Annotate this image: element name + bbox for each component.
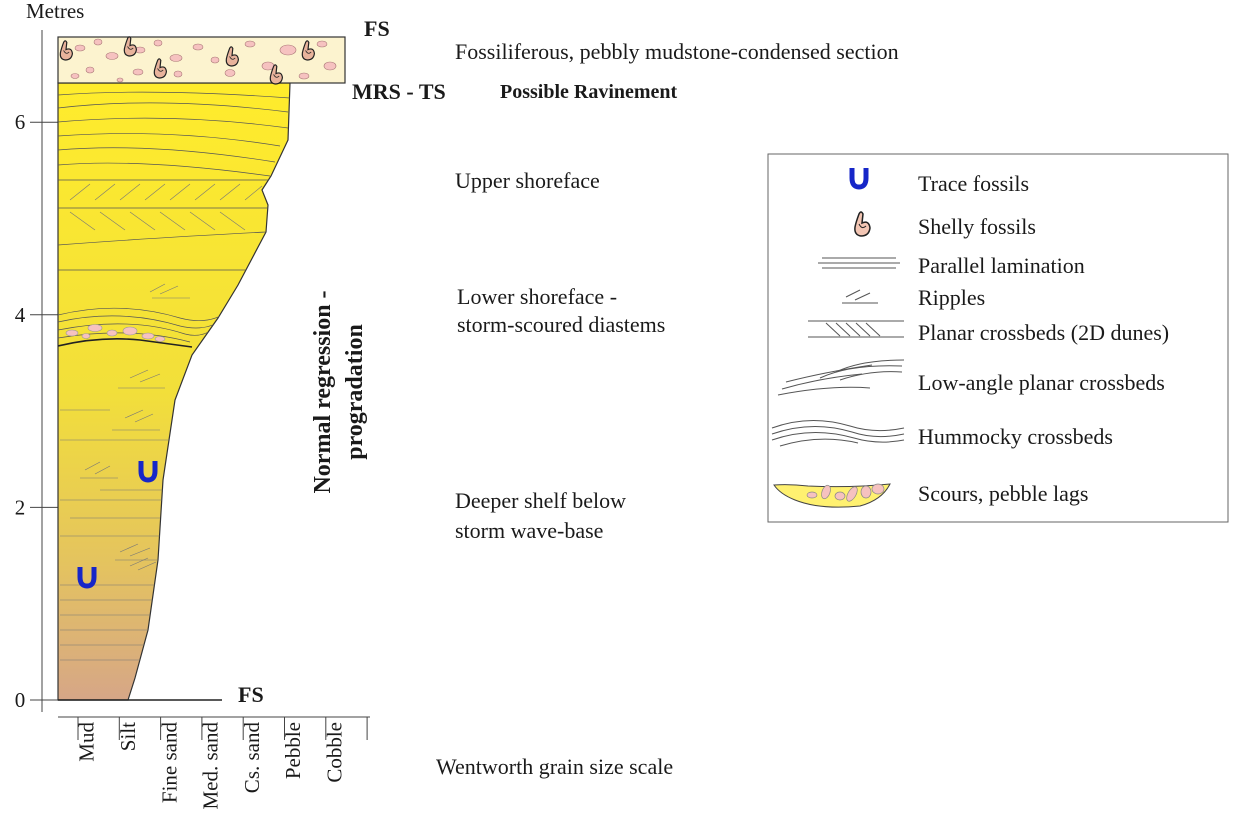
trace-fossil-icon bbox=[138, 461, 158, 483]
grain-size-label: Cobble bbox=[322, 722, 346, 783]
interpretation-notes: Fossiliferous, pebbly mudstone-condensed… bbox=[455, 39, 899, 543]
legend-box bbox=[767, 153, 1229, 523]
axis-ticks: 0 2 4 6 bbox=[15, 110, 58, 712]
grain-size-label: Cs. sand bbox=[240, 722, 264, 794]
shelly-fossil-icon bbox=[269, 64, 284, 85]
hummocky-crossbeds-icon bbox=[771, 419, 905, 447]
trace-fossil-icon bbox=[77, 567, 97, 589]
grain-size-label: Med. sand bbox=[199, 722, 223, 810]
axis-tick-label: 4 bbox=[15, 303, 26, 327]
ravinement-label: Possible Ravinement bbox=[500, 81, 678, 103]
grain-size-label: Pebble bbox=[281, 722, 305, 779]
mrs-ts-label: MRS - TS bbox=[352, 79, 446, 104]
axis-tick-label: 6 bbox=[15, 110, 26, 134]
axis-tick-label: 0 bbox=[15, 688, 26, 712]
metre-axis: Metres 0 2 4 6 bbox=[15, 0, 84, 712]
grain-size-label: Silt bbox=[116, 722, 140, 751]
top-fs-label: FS bbox=[364, 16, 390, 41]
sandstone-body bbox=[57, 82, 291, 701]
trend-label-line1: Normal regression - bbox=[310, 290, 336, 493]
grain-scale-caption: Wentworth grain size scale bbox=[436, 754, 673, 779]
planar-crossbeds-icon bbox=[808, 320, 904, 338]
legend-label-parallel-lamination: Parallel lamination bbox=[918, 253, 1085, 278]
legend-label-trace-fossil: Trace fossils bbox=[918, 171, 1029, 196]
base-fs-label: FS bbox=[238, 682, 264, 707]
lower-shoreface-note-line1: Lower shoreface - bbox=[457, 284, 617, 309]
lower-shoreface-note-line2: storm-scoured diastems bbox=[457, 312, 665, 337]
shelly-fossil-icon bbox=[59, 40, 74, 61]
ripples-icon bbox=[842, 289, 878, 304]
shelly-fossil-icon bbox=[225, 46, 240, 67]
axis-tick-label: 2 bbox=[15, 495, 26, 519]
legend-label-planar-crossbeds: Planar crossbeds (2D dunes) bbox=[918, 320, 1169, 345]
shelly-fossil-icon bbox=[301, 40, 316, 61]
upper-shoreface-note: Upper shoreface bbox=[455, 168, 600, 193]
sediment-column bbox=[57, 36, 346, 701]
shelly-fossil-icon bbox=[854, 211, 871, 237]
grain-size-label: Fine sand bbox=[157, 722, 181, 804]
deeper-shelf-note-line1: Deeper shelf below bbox=[455, 488, 626, 513]
cap-pebbles bbox=[70, 38, 337, 83]
deeper-shelf-note-line2: storm wave-base bbox=[455, 518, 603, 543]
legend-label-scours-pebble-lags: Scours, pebble lags bbox=[918, 481, 1088, 506]
trace-fossil-icon bbox=[849, 168, 869, 190]
shelly-fossil-icon bbox=[153, 58, 168, 79]
legend-label-shelly-fossil: Shelly fossils bbox=[918, 214, 1036, 239]
condensed-section-note: Fossiliferous, pebbly mudstone-condensed… bbox=[455, 39, 899, 64]
cap-shelly-fossils bbox=[59, 36, 316, 85]
grain-scale-labels: Mud Silt Fine sand Med. sand Cs. sand Pebble C… bbox=[75, 722, 347, 810]
grain-scale-ticks bbox=[77, 717, 368, 740]
legend-label-low-angle-crossbeds: Low-angle planar crossbeds bbox=[918, 370, 1165, 395]
scours-pebble-lags-icon bbox=[773, 483, 891, 508]
low-angle-crossbeds-icon bbox=[777, 359, 905, 396]
metres-label: Metres bbox=[26, 0, 84, 23]
grain-size-scale: Mud Silt Fine sand Med. sand Cs. sand Pebble C… bbox=[58, 716, 673, 810]
shelly-fossil-icon bbox=[123, 36, 138, 57]
legend-label-ripples: Ripples bbox=[918, 285, 985, 310]
parallel-lamination-icon bbox=[818, 257, 900, 269]
legend-label-hummocky-crossbeds: Hummocky crossbeds bbox=[918, 424, 1113, 449]
trend-label-line2: progradation bbox=[342, 324, 368, 460]
internal-structures bbox=[58, 91, 290, 661]
grain-size-label: Mud bbox=[75, 722, 99, 762]
trend-label: Normal regression - progradation bbox=[310, 290, 368, 493]
column-trace-fossils bbox=[77, 461, 158, 589]
